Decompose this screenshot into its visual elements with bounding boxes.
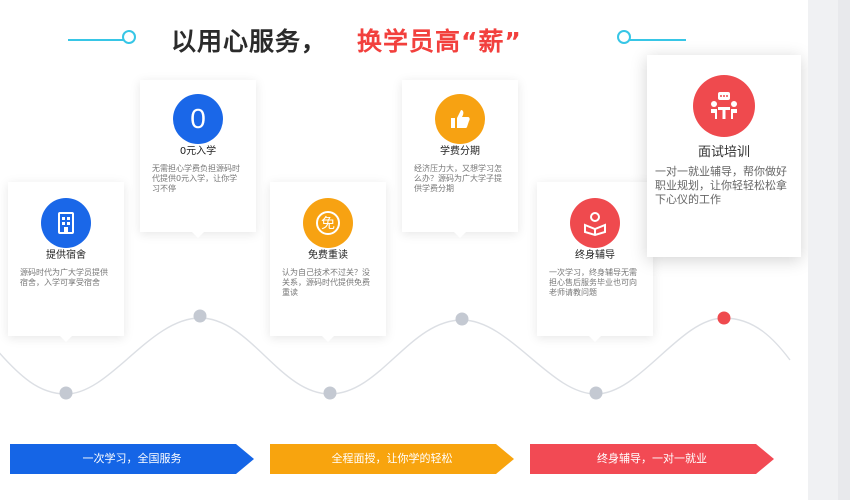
timeline-dot-active [717, 311, 731, 325]
building-icon [41, 198, 91, 248]
banner-nationwide-service[interactable]: 一次学习，全国服务 [10, 444, 254, 474]
banner-label: 终身辅导，一对一就业 [597, 452, 707, 465]
card-interview-training[interactable]: 面试培训 一对一就业辅导，帮你做好职业规划，让你轻轻松松拿下心仪的工作 [647, 55, 801, 257]
card-desc: 经济压力大，又想学习怎么办？源码为广大学子提供学费分期 [414, 164, 502, 193]
banner-arrow-shape [270, 444, 514, 474]
timeline-dot [589, 386, 603, 400]
card-desc: 无需担心学费负担源码时代提供0元入学，让你学习不停 [152, 164, 240, 193]
timeline-dot [193, 309, 207, 323]
card-dormitory[interactable]: 提供宿舍 源码时代为广大学员提供宿舍，入学可享受宿舍 [8, 182, 124, 342]
page: 以用心服务， 换学员高“薪” 提供宿舍 源码时代为广大学员提供宿舍，入学可享受宿… [0, 0, 808, 500]
banner-arrow-shape [530, 444, 774, 474]
card-installment[interactable]: 学费分期 经济压力大，又想学习怎么办？源码为广大学子提供学费分期 [402, 80, 518, 238]
timeline-dot [323, 386, 337, 400]
page-scrollbar[interactable] [808, 0, 850, 500]
card-free-retake[interactable]: 免 免费重读 认为自己技术不过关？没关系，源码时代提供免费重读 [270, 182, 386, 342]
zero-icon: 0 [173, 94, 223, 144]
title-circle-left [122, 30, 136, 44]
card-title: 面试培训 [697, 145, 750, 160]
card-desc: 一次学习，终身辅导无需担心售后服务毕业也可向老师请教问题 [549, 268, 637, 297]
title-circle-right [617, 30, 631, 44]
title-right-text: 换学员高“薪” [357, 27, 522, 56]
scrollbar-track[interactable] [838, 0, 850, 500]
banner-arrow-shape [10, 444, 254, 474]
title-left-text: 以用心服务， [171, 27, 328, 56]
card-title: 终身辅导 [575, 250, 615, 261]
card-title: 免费重读 [308, 250, 348, 261]
timeline-dot [59, 386, 73, 400]
free-badge-icon: 免 [303, 198, 353, 248]
card-lifetime-tutoring[interactable]: 终身辅导 一次学习，终身辅导无需担心售后服务毕业也可向老师请教问题 [537, 182, 653, 342]
reader-icon [570, 198, 620, 248]
card-desc: 认为自己技术不过关？没关系，源码时代提供免费重读 [282, 268, 370, 297]
banner-label: 一次学习，全国服务 [82, 452, 182, 465]
banner-label: 全程面授，让你学的轻松 [331, 452, 453, 465]
card-title: 0元入学 [179, 146, 217, 157]
wave-path [0, 317, 791, 395]
card-desc: 源码时代为广大学员提供宿舍，入学可享受宿舍 [20, 268, 108, 287]
card-zero-tuition[interactable]: 0 0元入学 无需担心学费负担源码时代提供0元入学，让你学习不停 [140, 80, 256, 238]
title-line-right [630, 39, 686, 41]
free-badge-text: 免 [316, 211, 340, 235]
card-desc: 一对一就业辅导，帮你做好职业规划，让你轻轻松松拿下心仪的工作 [655, 165, 787, 206]
timeline-dot [455, 312, 469, 326]
banner-face-to-face[interactable]: 全程面授，让你学的轻松 [270, 444, 514, 474]
section-title: 以用心服务， 换学员高“薪” [0, 14, 808, 56]
interview-icon [693, 75, 755, 137]
thumbs-up-icon [435, 94, 485, 144]
timeline-wave [0, 309, 791, 400]
card-title: 提供宿舍 [46, 250, 86, 261]
title-line-left [68, 39, 124, 41]
banner-lifetime-employment[interactable]: 终身辅导，一对一就业 [530, 444, 774, 474]
card-title: 学费分期 [440, 146, 480, 157]
zero-icon-text: 0 [190, 103, 206, 134]
